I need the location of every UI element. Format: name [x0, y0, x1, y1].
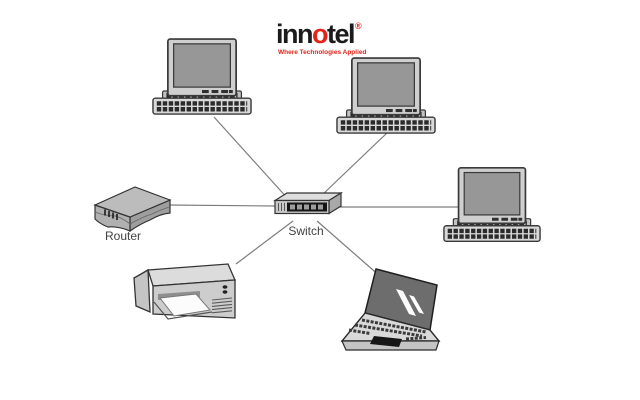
desktop-computer-top-right [336, 57, 436, 136]
printer [128, 256, 246, 340]
desktop-computer-icon [443, 164, 541, 247]
connection-switch-router [167, 204, 277, 207]
printer-icon [128, 256, 246, 340]
connection-switch-laptop [316, 220, 382, 278]
laptop-computer [336, 266, 448, 356]
network-switch [272, 191, 344, 223]
laptop-icon [336, 266, 448, 356]
connection-switch-desktop-top-right [320, 131, 389, 197]
desktop-computer-icon [336, 57, 436, 136]
brand-prefix: inn [276, 19, 314, 49]
brand-tagline: Where Technologies Applied [278, 49, 367, 56]
switch-label: Switch [288, 224, 324, 238]
switch-icon [272, 191, 344, 223]
connection-switch-desktop-top-left [213, 116, 290, 201]
desktop-computer-right [443, 164, 541, 247]
innotel-logo: innotel® Where Technologies Applied [276, 15, 386, 56]
brand-o: o [312, 19, 329, 49]
desktop-computer-top-left [152, 38, 252, 117]
connection-switch-printer [235, 220, 294, 265]
registered-trademark-icon: ® [355, 21, 362, 31]
desktop-computer-icon [152, 38, 252, 117]
router-label: Router [104, 229, 142, 243]
brand-wordmark: innotel® [276, 15, 386, 49]
brand-suffix: tel [327, 19, 356, 49]
